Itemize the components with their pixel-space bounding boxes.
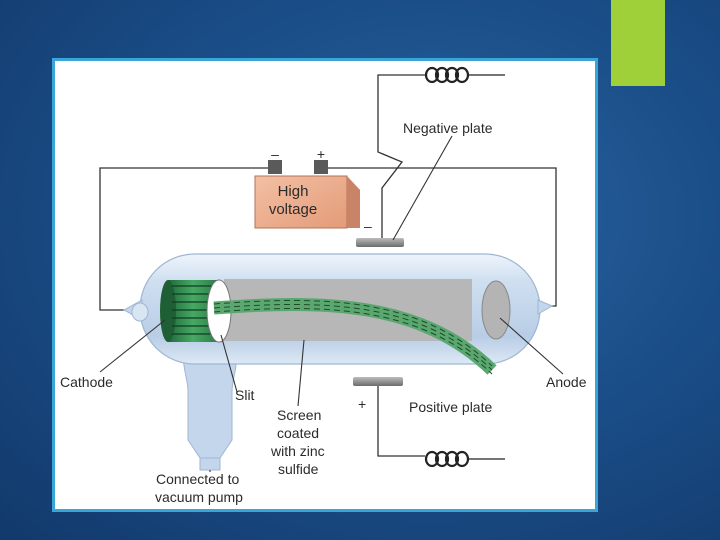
coil-bottom-icon — [424, 450, 505, 468]
positive-plate — [353, 377, 403, 386]
battery-label-line2: voltage — [269, 201, 317, 218]
screen-label-line1: Screen — [277, 407, 321, 423]
positive-plate-label: Positive plate — [409, 399, 492, 415]
slide-accent-bar — [611, 0, 665, 86]
screen-label-line4: sulfide — [278, 461, 319, 477]
battery-label-line1: High — [278, 183, 309, 200]
negative-plate-label: Negative plate — [403, 120, 493, 136]
anode-label: Anode — [546, 374, 587, 390]
battery-minus-sign: – — [271, 146, 279, 162]
negative-sign: – — [364, 218, 372, 234]
negative-plate — [356, 238, 404, 247]
vacuum-pump-label-line2: vacuum pump — [155, 489, 243, 505]
anode-disc — [481, 280, 511, 340]
slit-label: Slit — [235, 387, 255, 403]
coil-top-icon — [424, 66, 505, 84]
vacuum-pump-stem — [182, 351, 238, 471]
screen-label-line2: coated — [277, 425, 319, 441]
cathode-label: Cathode — [60, 374, 113, 390]
high-voltage-battery — [254, 160, 360, 229]
electron-beam — [213, 298, 497, 375]
vacuum-pump-label-line1: Connected to — [156, 471, 239, 487]
battery-plus-sign: + — [317, 146, 325, 162]
label-leader-lines — [99, 135, 564, 472]
screen-label-line3: with zinc — [270, 443, 325, 459]
positive-sign: + — [358, 396, 366, 412]
